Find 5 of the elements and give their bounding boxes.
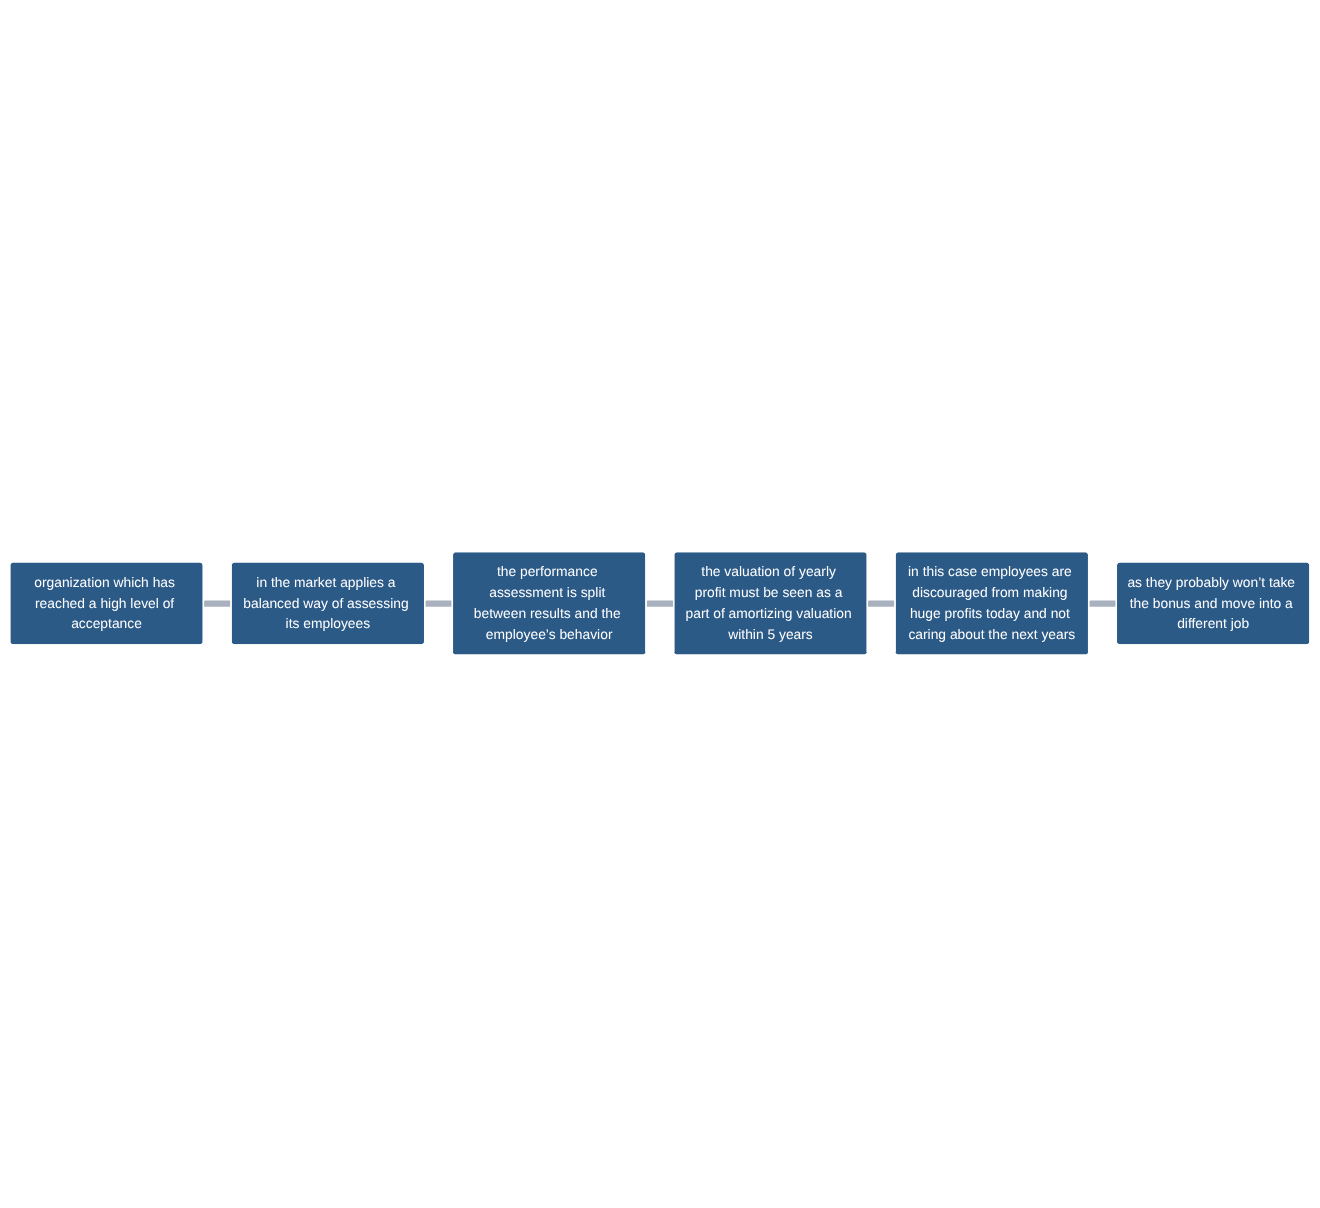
connector [424, 601, 454, 608]
connector [1088, 601, 1118, 608]
connector [645, 601, 675, 608]
connector [203, 601, 233, 608]
connector [867, 601, 897, 608]
